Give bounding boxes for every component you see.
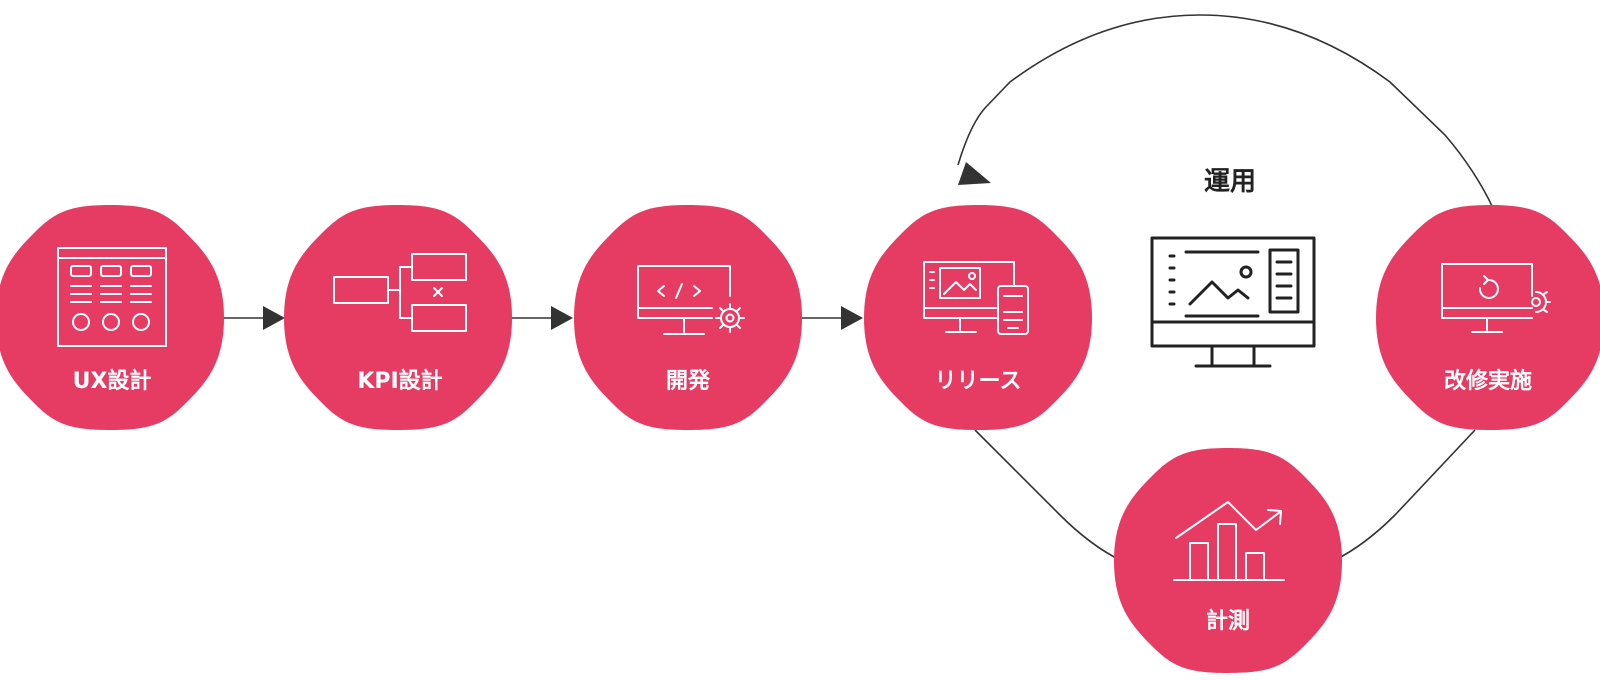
wireframe-grid-icon [57,247,167,347]
step-node-dev: 開発 [574,205,802,430]
cycle-edge-release-measure [974,429,1121,561]
step-node-ux: UX設計 [0,205,224,430]
step-label-dev: 開発 [666,369,711,394]
step-node-kpi: KPI設計 [284,205,512,430]
refresh-monitor-gear-icon [1441,263,1551,333]
connector-dev-release [800,306,863,330]
step-label-release: リリース [935,369,1022,394]
code-monitor-gear-icon [637,265,745,335]
step-label-kpi: KPI設計 [357,368,442,394]
step-label-ux: UX設計 [73,368,152,394]
cycle-label-improve: 改修実施 [1444,368,1532,394]
growth-bar-chart-icon [1173,501,1285,581]
cycle-node-measure: 計測 [1114,448,1342,673]
cycle-label-measure: 計測 [1206,608,1250,634]
multi-device-icon [923,261,1029,335]
step-node-release: リリース [864,205,1092,430]
cycle-arrowhead [958,162,991,185]
connector-kpi-dev [510,306,573,330]
kpi-tree-icon [333,253,467,332]
cycle-title: 運用 [1204,167,1256,197]
cycle-edge-measure-improve [1334,429,1476,561]
cycle-node-improve: 改修実施 [1376,205,1600,430]
monitor-dashboard-icon [1150,236,1316,368]
connector-ux-kpi [220,306,285,330]
cycle-edge-improve-release [957,14,1494,209]
